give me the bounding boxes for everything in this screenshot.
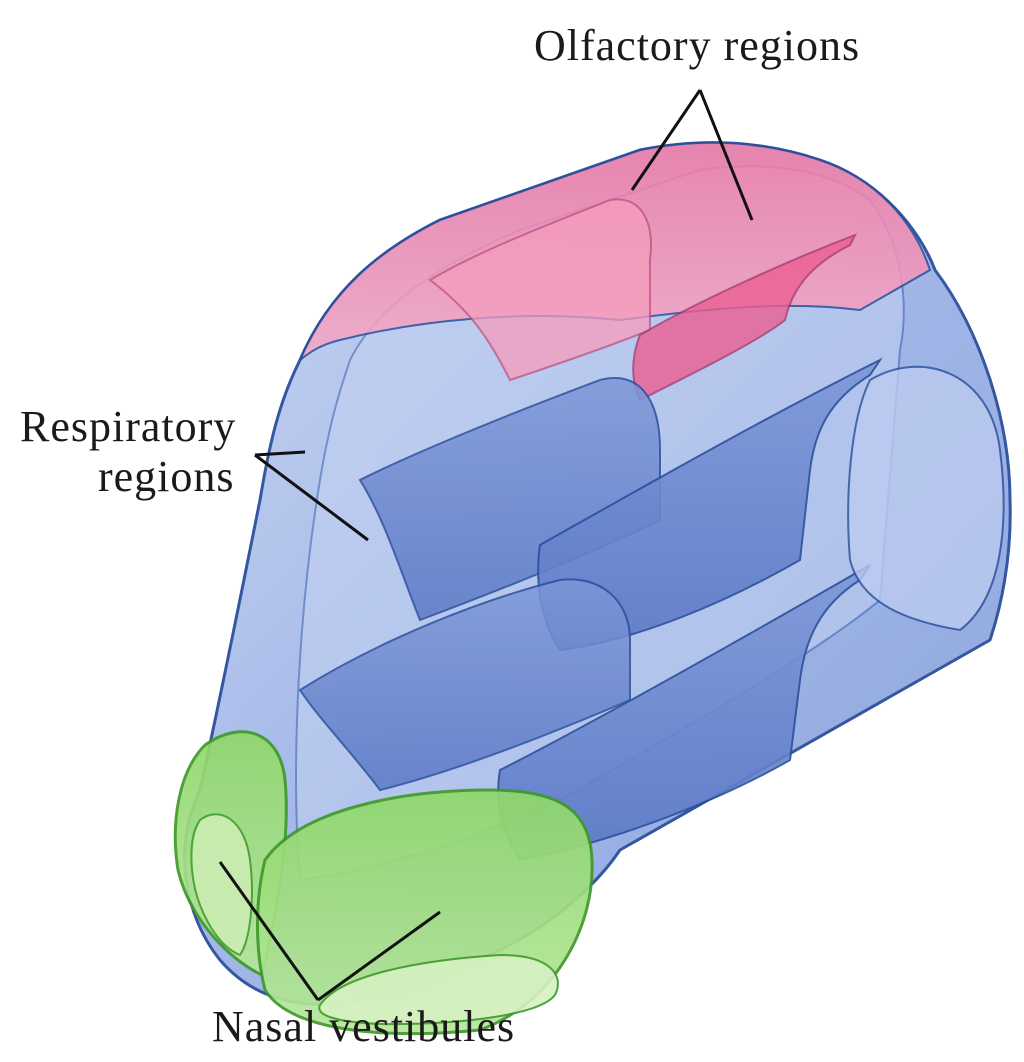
choana	[848, 367, 1003, 630]
nasal-vestibules-label: Nasal vestibules	[212, 1005, 515, 1049]
respiratory-regions-label-line2: regions	[98, 455, 235, 499]
left-vestibule-inner	[191, 814, 252, 955]
respiratory-regions-label-line1: Respiratory	[20, 405, 236, 449]
olfactory-regions-label: Olfactory regions	[534, 24, 860, 68]
